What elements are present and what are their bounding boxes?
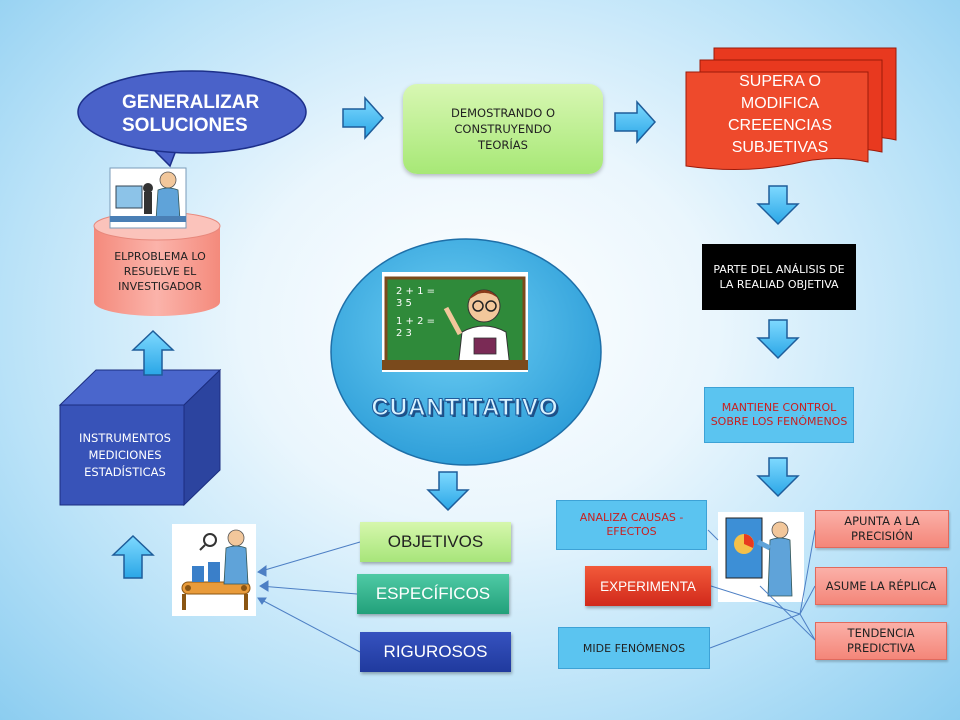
supera-creencias-label: SUPERA O MODIFICA CREEENCIAS SUBJETIVAS [727, 73, 833, 156]
especificos-box: ESPECÍFICOS [357, 574, 509, 614]
precision-box: APUNTA A LA PRECISIÓN [815, 510, 949, 548]
presenter-icon [718, 512, 804, 602]
connectors-right [707, 529, 816, 649]
arrow-down-3 [756, 457, 800, 498]
arrow-down-4 [426, 471, 470, 512]
arrow-down-1 [756, 185, 800, 226]
objetivos-box: OBJETIVOS [360, 522, 511, 562]
svg-text:2 + 1 =: 2 + 1 = [396, 286, 435, 297]
generalizar-soluciones-label: GENERALIZAR SOLUCIONES [122, 92, 260, 136]
arrow-down-2 [756, 319, 800, 360]
document-stack [685, 47, 897, 171]
replica-box: ASUME LA RÉPLICA [815, 567, 947, 605]
svg-text:3 5: 3 5 [396, 298, 412, 309]
svg-text:2 3: 2 3 [396, 328, 412, 339]
arrow-right-1 [342, 96, 385, 140]
mide-fenomenos-box: MIDE FENÓMENOS [558, 627, 710, 669]
instruments-cube [58, 368, 222, 507]
svg-text:1 + 2 =: 1 + 2 = [396, 316, 435, 327]
arrow-up-1 [131, 329, 175, 376]
problema-investigador-label: ELPROBLEMA LO RESUELVE EL INVESTIGADOR [114, 249, 206, 293]
demostrando-teorias-box: DEMOSTRANDO O CONSTRUYENDO TEORÍAS [403, 84, 603, 174]
instrumentos-label: INSTRUMENTOS MEDICIONES ESTADÍSTICAS [79, 430, 171, 479]
speech-bubble [77, 70, 307, 168]
arrow-up-2 [111, 534, 155, 579]
cuantitativo-title: CUANTITATIVO [371, 394, 559, 422]
teacher-icon: 2 + 1 = 3 5 1 + 2 = 2 3 [382, 272, 528, 372]
tendencia-box: TENDENCIA PREDICTIVA [815, 622, 947, 660]
causas-efectos-box: ANALIZA CAUSAS - EFECTOS [556, 500, 707, 550]
connectors-left [257, 541, 361, 653]
quality-control-icon [172, 524, 256, 616]
rigurosos-box: RIGUROSOS [360, 632, 511, 672]
researcher-icon [109, 167, 187, 229]
analisis-realidad-box: PARTE DEL ANÁLISIS DE LA REALIAD OBJETIV… [702, 244, 856, 310]
control-fenomenos-box: MANTIENE CONTROL SOBRE LOS FENÓMENOS [704, 387, 854, 443]
experimenta-box: EXPERIMENTA [585, 566, 711, 606]
arrow-right-2 [614, 100, 657, 144]
